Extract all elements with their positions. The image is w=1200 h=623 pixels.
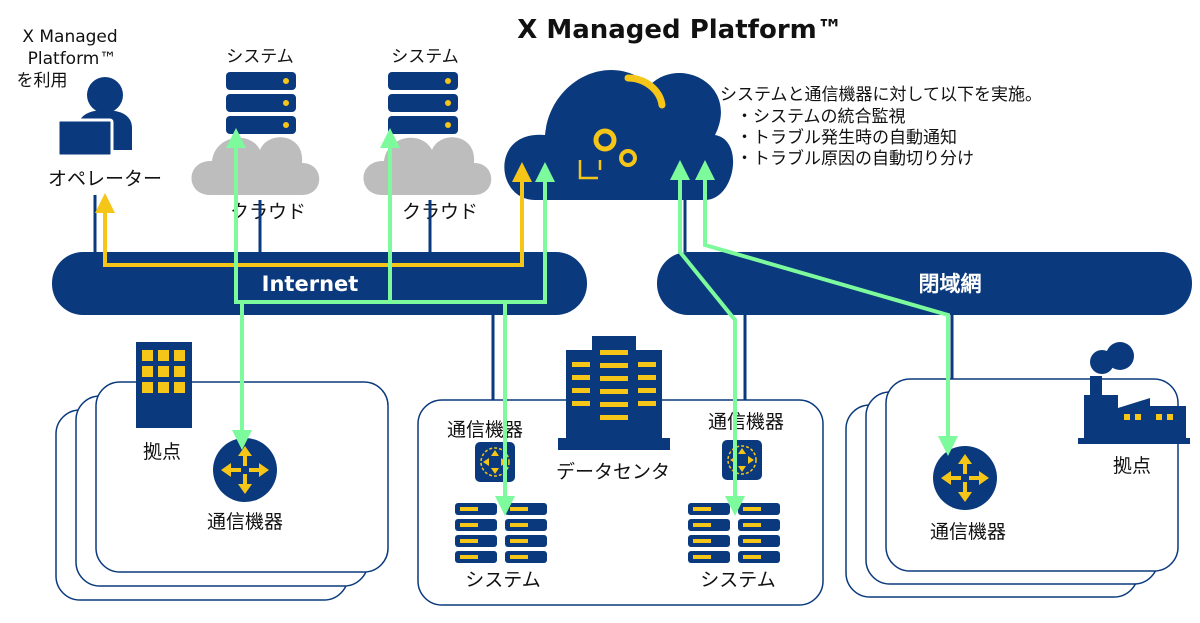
right-device-label: 通信機器 — [930, 521, 1006, 543]
datacenter-building-icon — [558, 336, 670, 450]
description-item-3: ・トラブル原因の自動切り分け — [736, 148, 974, 169]
dc-left-switch-icon — [474, 441, 516, 483]
building-icon — [136, 342, 192, 428]
cloud-system-2-label: システム — [391, 47, 459, 67]
datacenter-group: 通信機器 通信機器 データセンタ システム システム — [417, 336, 824, 606]
platform-description: システムと通信機器に対して以下を実施。 ・システムの統合監視 ・トラブル発生時の… — [720, 85, 1042, 169]
dc-right-device-label: 通信機器 — [708, 411, 784, 433]
internet-label: Internet — [262, 272, 359, 296]
operator-label: オペレーター — [48, 168, 162, 190]
monitoring-paths — [226, 128, 958, 516]
dc-right-system-label: システム — [700, 569, 775, 591]
cloud-system-2: システム クラウド — [363, 47, 492, 223]
page-title: X Managed Platform™ — [517, 15, 843, 45]
operator-caption-line-2: Platform™ — [28, 49, 117, 69]
notification-path — [95, 162, 532, 267]
platform-cloud-icon — [504, 69, 734, 200]
left-site-group: 拠点 通信機器 — [55, 342, 389, 601]
description-item-1: ・システムの統合監視 — [736, 107, 906, 127]
dc-right-switch-icon — [721, 439, 763, 481]
server-rack-2-icon — [388, 72, 458, 134]
operator-group: X Managed Platform™ を利用 オペレーター — [17, 27, 163, 190]
cloud-2-label: クラウド — [402, 201, 478, 223]
left-site-label: 拠点 — [143, 441, 181, 463]
internet-bar — [52, 252, 587, 315]
factory-icon — [1078, 342, 1190, 444]
datacenter-label: データセンタ — [556, 461, 670, 483]
operator-caption-line-3: を利用 — [17, 71, 68, 91]
dc-left-device-label: 通信機器 — [447, 419, 523, 441]
description-heading: システムと通信機器に対して以下を実施。 — [720, 85, 1042, 105]
dc-left-system-label: システム — [465, 569, 540, 591]
operator-icon — [56, 77, 132, 158]
cloud-1-label: クラウド — [230, 201, 306, 223]
monitoring-path-right-site — [695, 160, 958, 456]
right-site-label: 拠点 — [1113, 455, 1151, 477]
server-rack-1-icon — [226, 72, 296, 134]
right-site-group: 拠点 通信機器 — [845, 342, 1190, 598]
right-router-icon — [933, 446, 997, 510]
left-device-label: 通信機器 — [207, 511, 283, 533]
description-item-2: ・トラブル発生時の自動通知 — [736, 127, 957, 148]
left-router-icon — [213, 438, 277, 502]
operator-caption-line-1: X Managed — [22, 27, 117, 47]
cloud-system-1: システム クラウド — [191, 47, 320, 223]
cloud-system-1-label: システム — [226, 47, 294, 67]
cloud-2-icon — [363, 137, 492, 195]
closed-network-label: 閉域網 — [919, 272, 982, 296]
cloud-1-icon — [191, 137, 320, 195]
